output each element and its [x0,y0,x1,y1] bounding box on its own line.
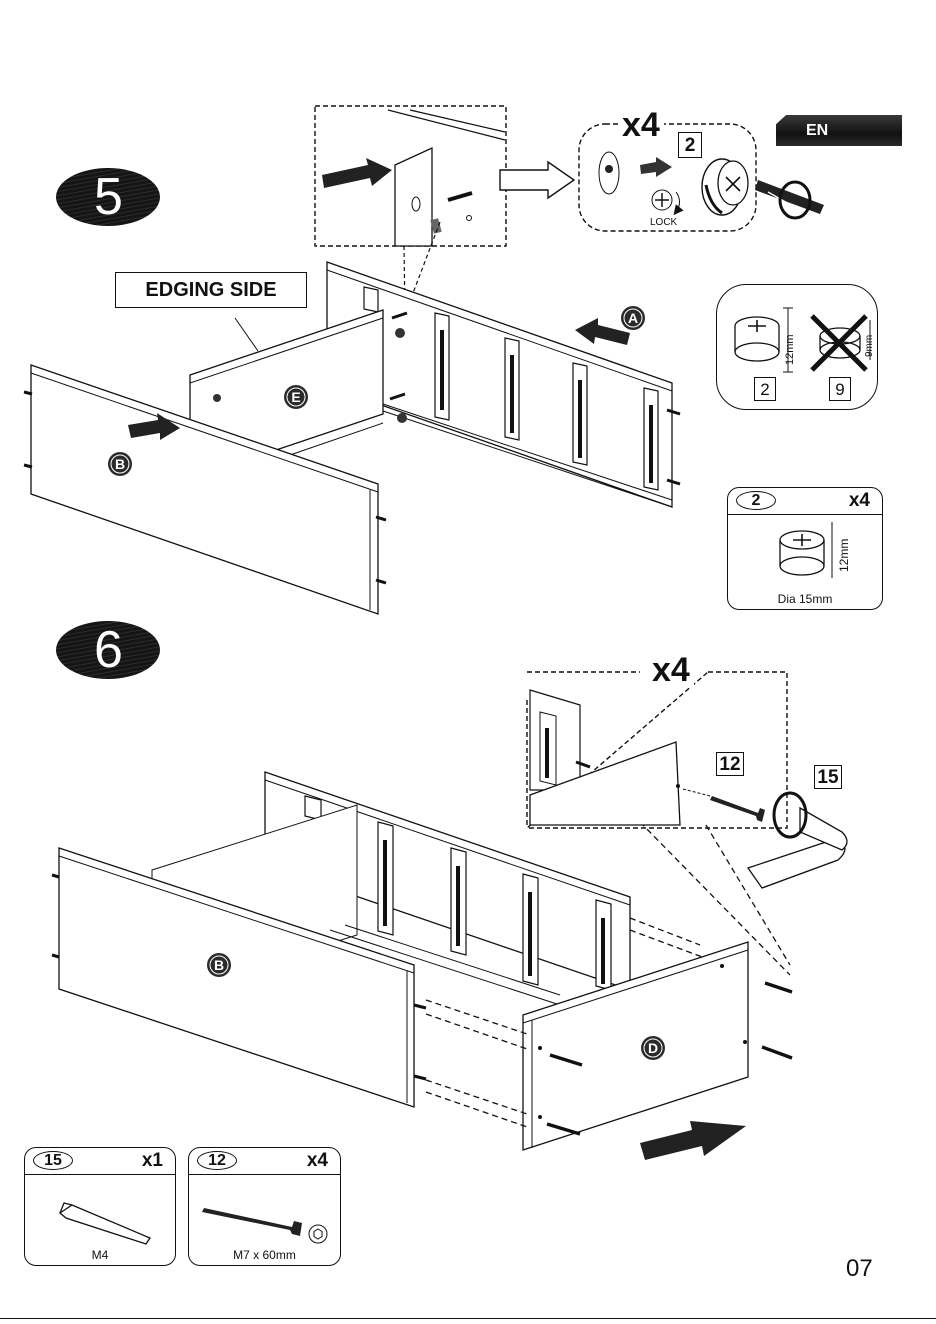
good-size-label: 12mm [784,334,796,365]
card-part-number: 2 [736,491,776,510]
card-spec: M7 x 60mm [189,1248,340,1262]
card-quantity: x4 [307,1150,328,1172]
step-6-badge: 6 [56,621,160,679]
part-letter-a: A [627,310,639,326]
key-part-number: 15 [814,765,842,789]
part-card-allen-key: 15 x1 M4 [24,1147,176,1266]
part-letter-b-step6: B [213,957,225,973]
screw-quantity: x4 [648,653,694,687]
card-spec: M4 [25,1248,175,1262]
card-quantity: x4 [849,490,870,512]
part-card-screw: 12 x4 M7 x 60mm [188,1147,341,1266]
page-number: 07 [846,1255,873,1283]
bottom-rule [0,1318,936,1319]
cam-size-comparison: 12mm 9mm 2 9 [716,284,878,410]
card-part-number: 12 [197,1151,237,1170]
bad-part-number: 9 [829,377,851,401]
bad-size-label: 9mm [864,335,875,357]
screw-part-number: 12 [716,752,744,776]
part-letter-e: E [290,389,302,405]
part-letter-b: B [114,456,126,472]
card-part-number: 15 [33,1151,73,1170]
part-letter-d: D [647,1040,659,1056]
part-card-cam: 2 x4 12mm Dia 15mm [727,487,883,610]
good-part-number: 2 [754,377,776,401]
card-size: 12mm [837,539,851,572]
card-spec: Dia 15mm [728,592,882,606]
card-quantity: x1 [142,1150,163,1172]
